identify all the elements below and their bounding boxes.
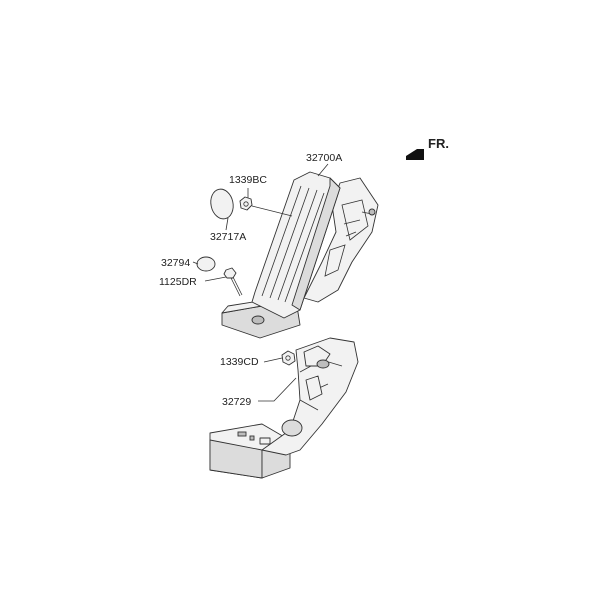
stopper [196,256,216,272]
callout-accelerator-pedal-assy: 32700A [306,152,342,164]
leader-pedal-cover [225,217,229,231]
pedal-arm-plate [341,199,369,241]
front-direction-marker: FR. [406,136,449,160]
pedal-cover [210,188,234,220]
leader-accelerator-pedal-assy [317,163,329,177]
bracket-slot-1 [237,431,247,437]
bolt [223,267,243,297]
pedal-pad-edge [291,177,341,311]
callout-pedal-bracket: 32729 [222,396,251,408]
leader-bracket-nut [263,357,283,363]
arm-pin [368,208,376,216]
pedal-arm-slot [324,244,346,277]
bracket-pin [316,359,330,369]
callout-pedal-cover: 32717A [210,231,246,243]
callout-labels: 32700A 1339BC 32717A 32794 1125DR 1339CD… [159,152,342,408]
bracket-slot-2 [249,435,255,441]
callout-bolt: 1125DR [159,276,197,288]
direction-arrow-icon [406,149,424,160]
callout-stopper: 32794 [161,257,190,269]
callout-pedal-nut: 1339BC [229,174,267,186]
accelerator-pedal-assembly [221,171,379,339]
bracket-slot-3 [259,437,271,445]
bracket-nut [281,350,296,366]
leader-bolt [204,276,227,282]
fr-label: FR. [428,136,449,151]
pedal-bracket [209,337,359,479]
base-pivot [251,315,265,325]
pad-groove-1 [261,185,302,297]
leader-pedal-nut-to-pedal [251,205,293,217]
callout-bracket-nut: 1339CD [220,356,259,368]
leader-pedal-bracket [258,377,297,402]
pad-groove-4 [284,192,325,303]
pad-groove-3 [277,189,318,301]
leader-lines [192,163,329,402]
bracket-lower-tab [305,375,323,401]
pedal-arm-body [303,177,379,303]
pad-groove-2 [269,187,310,299]
leader-stopper [192,261,199,265]
bracket-hole [281,419,303,437]
pedal-nut [239,196,253,211]
